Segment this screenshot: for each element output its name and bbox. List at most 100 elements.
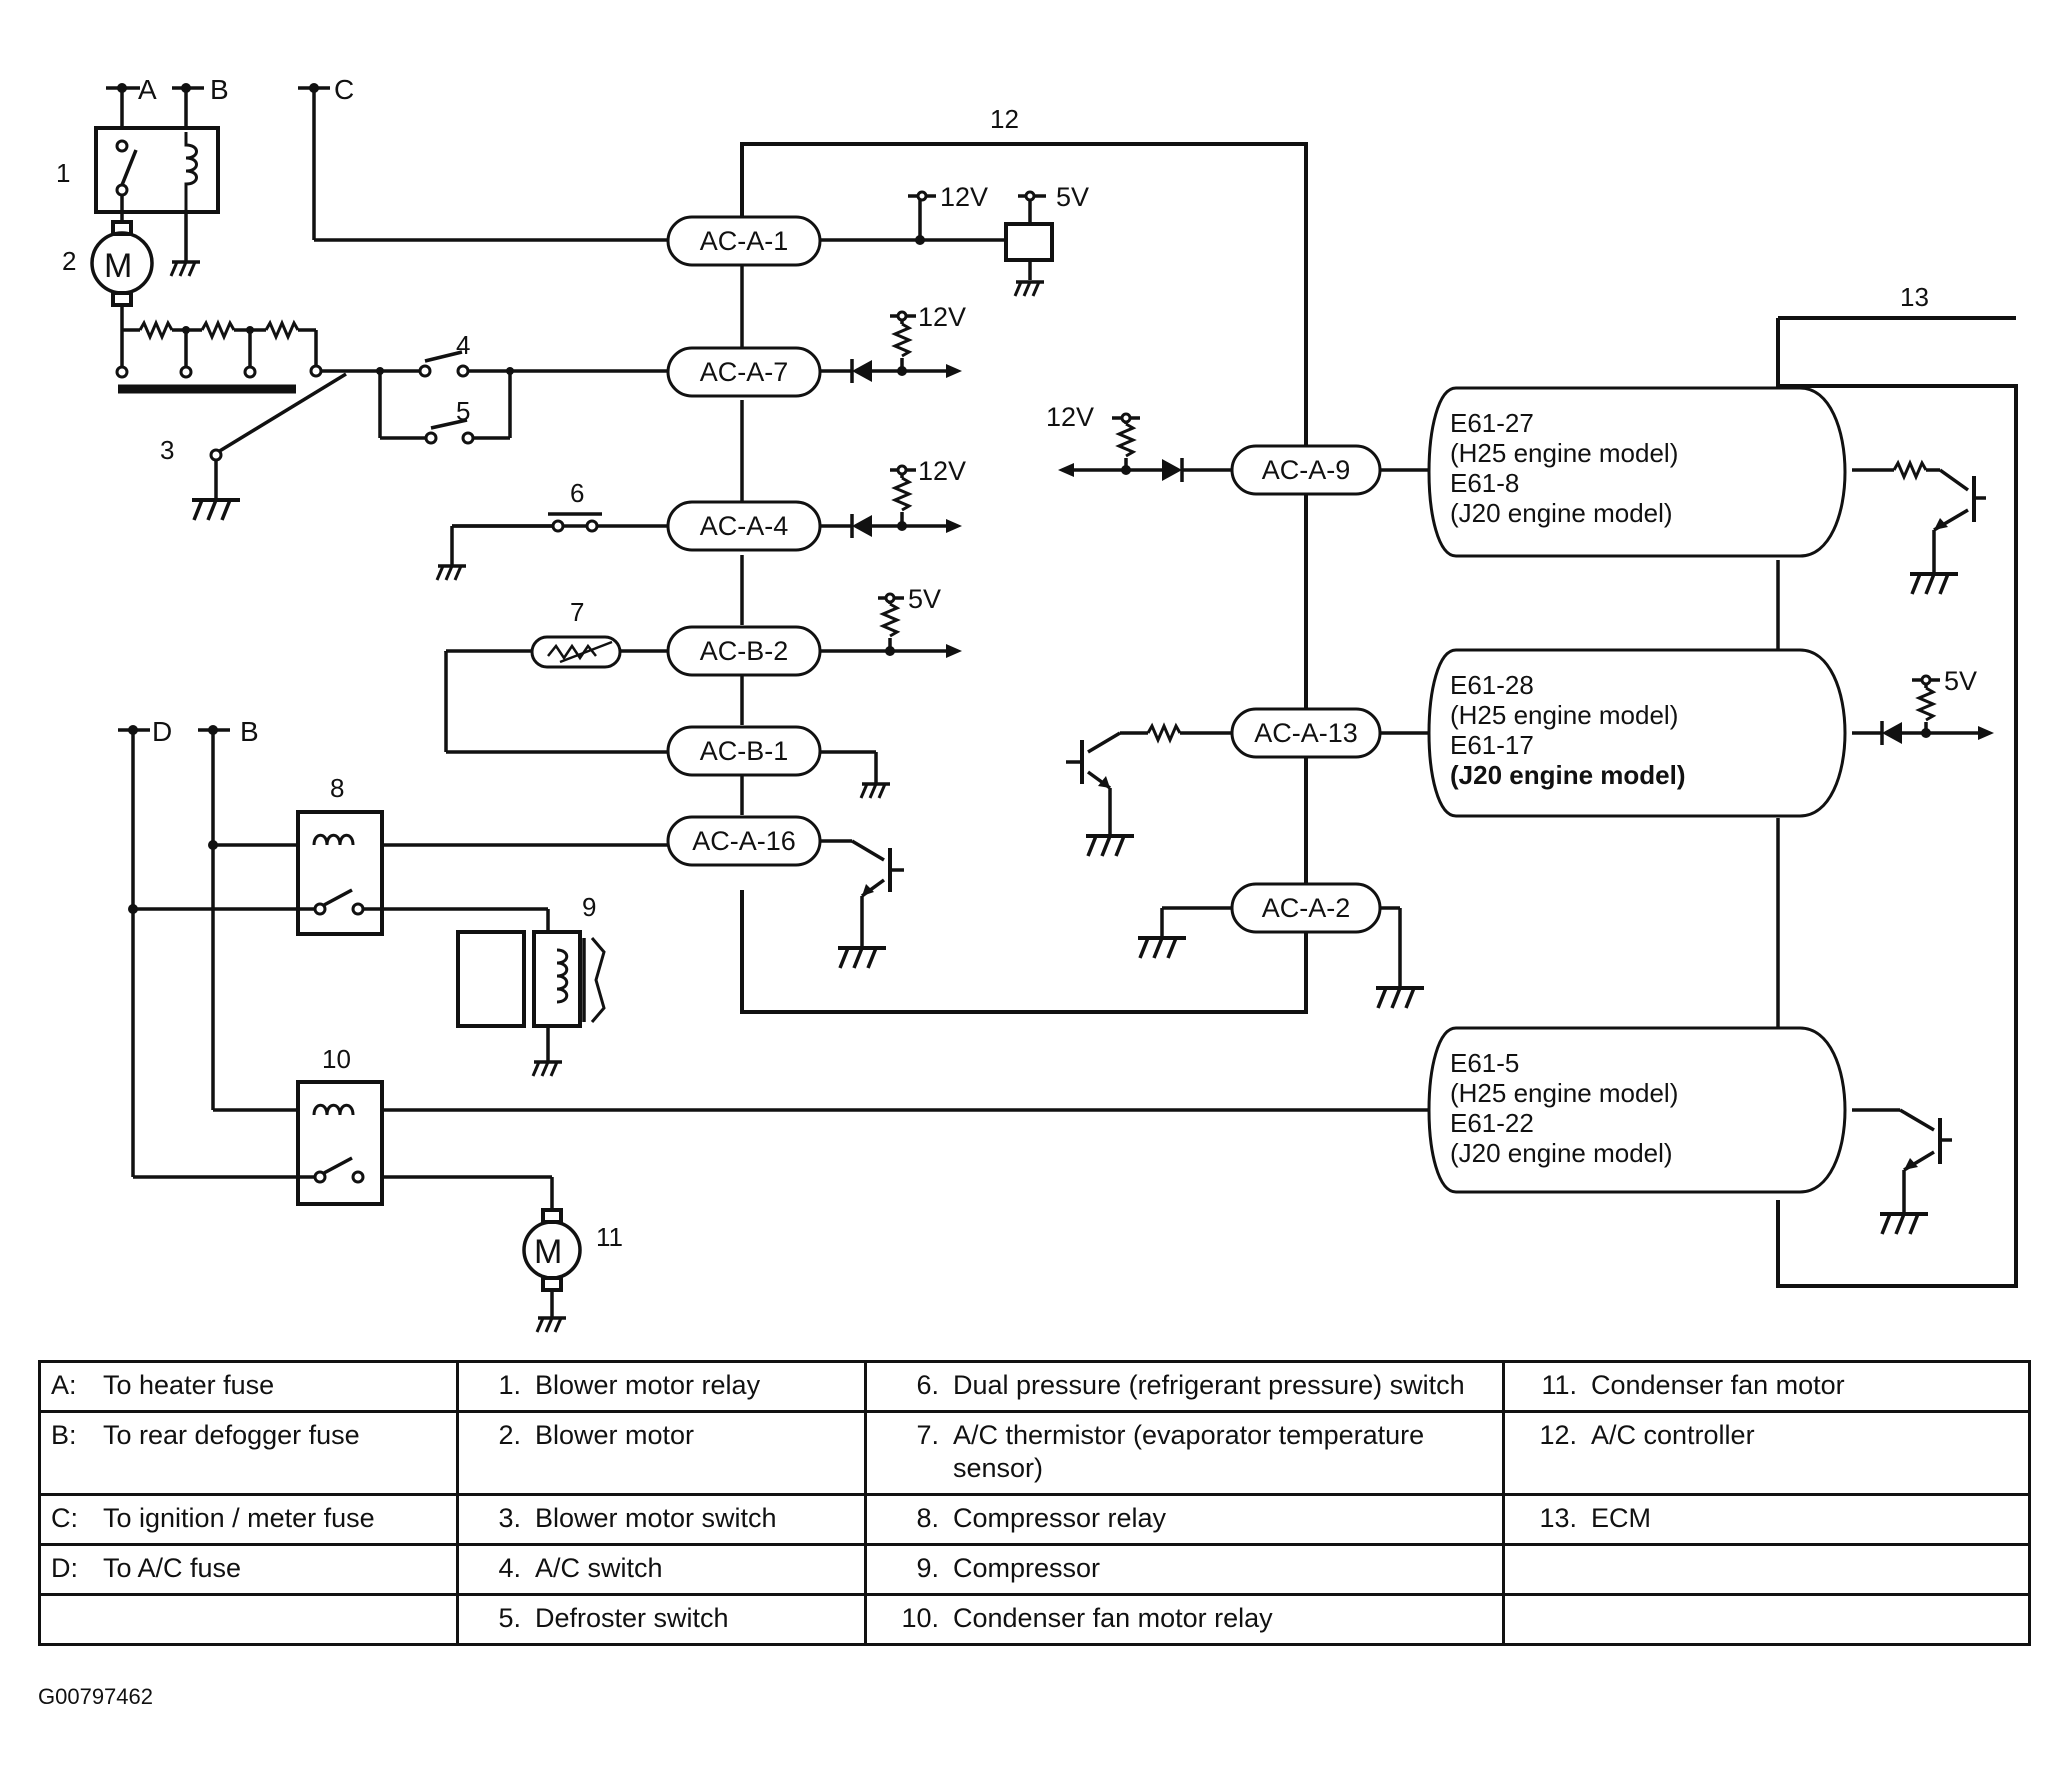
condenser-fan-motor: M bbox=[382, 1175, 582, 1334]
legend-cell: 13.ECM bbox=[1502, 1492, 2031, 1546]
legend-cell: A:To heater fuse bbox=[38, 1360, 459, 1413]
controller-input-ac-a-4: 12V bbox=[820, 456, 966, 538]
component-number-1: 1 bbox=[56, 158, 70, 188]
diode-icon bbox=[1162, 459, 1182, 481]
document-id: G00797462 bbox=[38, 1684, 153, 1709]
ecm-terminal-3: E61-5 (H25 engine model) E61-22 (J20 eng… bbox=[1427, 1026, 1847, 1194]
legend-table: A:To heater fuse 1.Blower motor relay 6.… bbox=[38, 1360, 2031, 1646]
svg-text:AC-A-9: AC-A-9 bbox=[1262, 455, 1351, 485]
legend-cell: 8.Compressor relay bbox=[864, 1492, 1505, 1546]
legend-cell: 9.Compressor bbox=[864, 1542, 1505, 1596]
svg-text:E61-22: E61-22 bbox=[1450, 1108, 1534, 1138]
ecm-output-transistor-2 bbox=[1852, 1108, 1952, 1236]
controller-input-ac-a-7: 12V bbox=[820, 302, 966, 383]
compressor-relay bbox=[296, 810, 384, 936]
legend-row: A:To heater fuse 1.Blower motor relay 6.… bbox=[38, 1360, 2031, 1413]
svg-text:(H25 engine model): (H25 engine model) bbox=[1450, 438, 1678, 468]
controller-ground-ac-b-1 bbox=[820, 750, 892, 800]
diode-icon bbox=[1882, 722, 1902, 744]
component-number-6: 6 bbox=[570, 478, 584, 508]
voltage-label: 12V bbox=[940, 182, 988, 212]
legend-cell: B:To rear defogger fuse bbox=[38, 1409, 459, 1496]
component-number-5: 5 bbox=[456, 396, 470, 426]
svg-text:E61-28: E61-28 bbox=[1450, 670, 1534, 700]
pin-ac-a-4: AC-A-4 bbox=[666, 500, 822, 552]
component-number-10: 10 bbox=[322, 1044, 351, 1074]
svg-text:AC-A-16: AC-A-16 bbox=[692, 826, 796, 856]
svg-text:(J20 engine model): (J20 engine model) bbox=[1450, 1138, 1673, 1168]
ac-switch bbox=[321, 350, 670, 378]
ac-controller bbox=[740, 142, 1308, 1014]
svg-text:AC-A-7: AC-A-7 bbox=[700, 357, 789, 387]
voltage-label: 12V bbox=[918, 302, 966, 332]
pin-ac-a-9: AC-A-9 bbox=[1230, 444, 1382, 496]
arrow-icon bbox=[946, 519, 962, 533]
relay-supply-wiring bbox=[128, 730, 1432, 1179]
component-number-2: 2 bbox=[62, 246, 76, 276]
component-number-9: 9 bbox=[582, 892, 596, 922]
component-number-7: 7 bbox=[570, 597, 584, 627]
legend-cell bbox=[38, 1592, 459, 1646]
source-terminal-a: A bbox=[106, 74, 157, 128]
svg-text:(H25 engine model): (H25 engine model) bbox=[1450, 700, 1678, 730]
source-label-c: C bbox=[334, 74, 354, 105]
arrow-icon bbox=[946, 364, 962, 378]
blower-motor-switch-resistor bbox=[115, 321, 347, 522]
controller-input-ac-a-9: 12V bbox=[1046, 402, 1232, 482]
component-number-4: 4 bbox=[456, 330, 470, 360]
pin-ac-a-16: AC-A-16 bbox=[666, 815, 822, 867]
source-label-b: B bbox=[210, 74, 229, 105]
blower-motor-relay bbox=[94, 126, 220, 278]
legend-cell bbox=[1502, 1592, 2031, 1646]
motor-icon: M bbox=[534, 1233, 562, 1271]
legend-cell: 11.Condenser fan motor bbox=[1502, 1360, 2031, 1413]
voltage-label: 12V bbox=[918, 456, 966, 486]
defroster-switch bbox=[378, 371, 512, 445]
source-terminal-b2: B bbox=[198, 716, 259, 747]
voltage-label: 5V bbox=[1944, 666, 1977, 696]
pin-ac-b-2: AC-B-2 bbox=[666, 625, 822, 677]
svg-text:AC-A-1: AC-A-1 bbox=[700, 226, 789, 256]
svg-text:AC-A-13: AC-A-13 bbox=[1254, 718, 1358, 748]
source-label-b-second: B bbox=[240, 716, 259, 747]
legend-row: 5.Defroster switch 10.Condenser fan moto… bbox=[38, 1592, 2031, 1646]
svg-text:AC-A-4: AC-A-4 bbox=[700, 511, 789, 541]
condenser-fan-motor-relay bbox=[296, 1080, 384, 1206]
legend-row: C:To ignition / meter fuse 3.Blower moto… bbox=[38, 1492, 2031, 1546]
legend-cell: 12.A/C controller bbox=[1502, 1409, 2031, 1496]
diode-icon bbox=[852, 515, 872, 537]
legend-cell: 1.Blower motor relay bbox=[456, 1360, 867, 1413]
source-terminal-c: C bbox=[298, 74, 354, 105]
svg-text:E61-8: E61-8 bbox=[1450, 468, 1519, 498]
relay-coil-icon bbox=[184, 132, 198, 212]
controller-output-ac-a-13 bbox=[1066, 724, 1232, 858]
arrow-icon bbox=[1978, 726, 1994, 740]
legend-cell: 6.Dual pressure (refrigerant pressure) s… bbox=[864, 1360, 1505, 1413]
source-label-a: A bbox=[138, 74, 157, 105]
compressor bbox=[456, 930, 606, 1078]
component-number-11: 11 bbox=[596, 1222, 623, 1252]
svg-text:AC-A-2: AC-A-2 bbox=[1262, 893, 1351, 923]
svg-text:(H25 engine model): (H25 engine model) bbox=[1450, 1078, 1678, 1108]
legend-cell bbox=[1502, 1542, 2031, 1596]
pin-ac-a-7: AC-A-7 bbox=[666, 346, 822, 398]
ac-thermistor bbox=[444, 635, 670, 754]
clutch-coil-icon bbox=[556, 948, 569, 1004]
component-number-12: 12 bbox=[990, 104, 1019, 134]
pin-ac-a-1: AC-A-1 bbox=[666, 215, 822, 267]
ecm-output-transistor-1 bbox=[1852, 461, 1986, 596]
blower-motor: M bbox=[90, 220, 154, 330]
component-number-8: 8 bbox=[330, 773, 344, 803]
svg-text:(J20 engine model): (J20 engine model) bbox=[1450, 498, 1673, 528]
component-number-3: 3 bbox=[160, 435, 174, 465]
relay-coil-icon bbox=[312, 1103, 355, 1116]
pin-ac-b-1: AC-B-1 bbox=[666, 725, 822, 777]
svg-text:AC-B-2: AC-B-2 bbox=[700, 636, 789, 666]
source-terminal-b: B bbox=[172, 74, 229, 128]
legend-cell: 2.Blower motor bbox=[456, 1409, 867, 1496]
controller-output-ac-a-16 bbox=[820, 839, 904, 970]
ecm-input-5v: 5V bbox=[1852, 666, 1994, 745]
controller-ground-ac-a-2 bbox=[1136, 906, 1426, 1010]
svg-text:E61-17: E61-17 bbox=[1450, 730, 1534, 760]
voltage-label: 5V bbox=[1056, 182, 1089, 212]
